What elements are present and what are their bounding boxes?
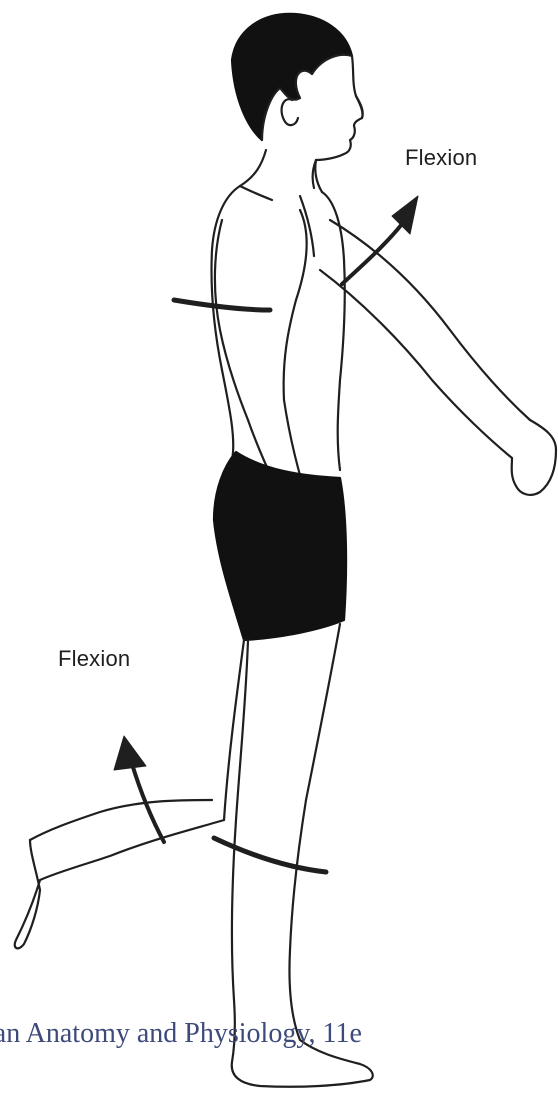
- torso-back: [211, 186, 240, 460]
- flexed-thigh-top: [224, 640, 244, 820]
- knee-flexion-label: Flexion: [58, 646, 130, 672]
- shoulder-flexion-label: Flexion: [405, 145, 477, 171]
- flexed-calf-top: [40, 820, 224, 880]
- flexed-foot: [15, 840, 40, 948]
- knee-axis-bar: [214, 838, 326, 872]
- neck-front: [315, 160, 322, 192]
- standing-leg-front: [289, 624, 340, 1040]
- raised-arm-bottom: [320, 270, 512, 458]
- raised-arm-top: [330, 220, 530, 420]
- raised-hand: [512, 420, 556, 495]
- neck-back: [240, 150, 266, 186]
- torso-front: [322, 192, 345, 470]
- knee-arrow-head: [114, 736, 146, 770]
- upper-arm-front: [284, 210, 307, 400]
- shorts: [214, 452, 346, 640]
- source-caption: man Anatomy and Physiology, 11e: [0, 1018, 558, 1050]
- flexed-calf-bottom: [30, 800, 212, 840]
- shirt-strap: [240, 186, 272, 200]
